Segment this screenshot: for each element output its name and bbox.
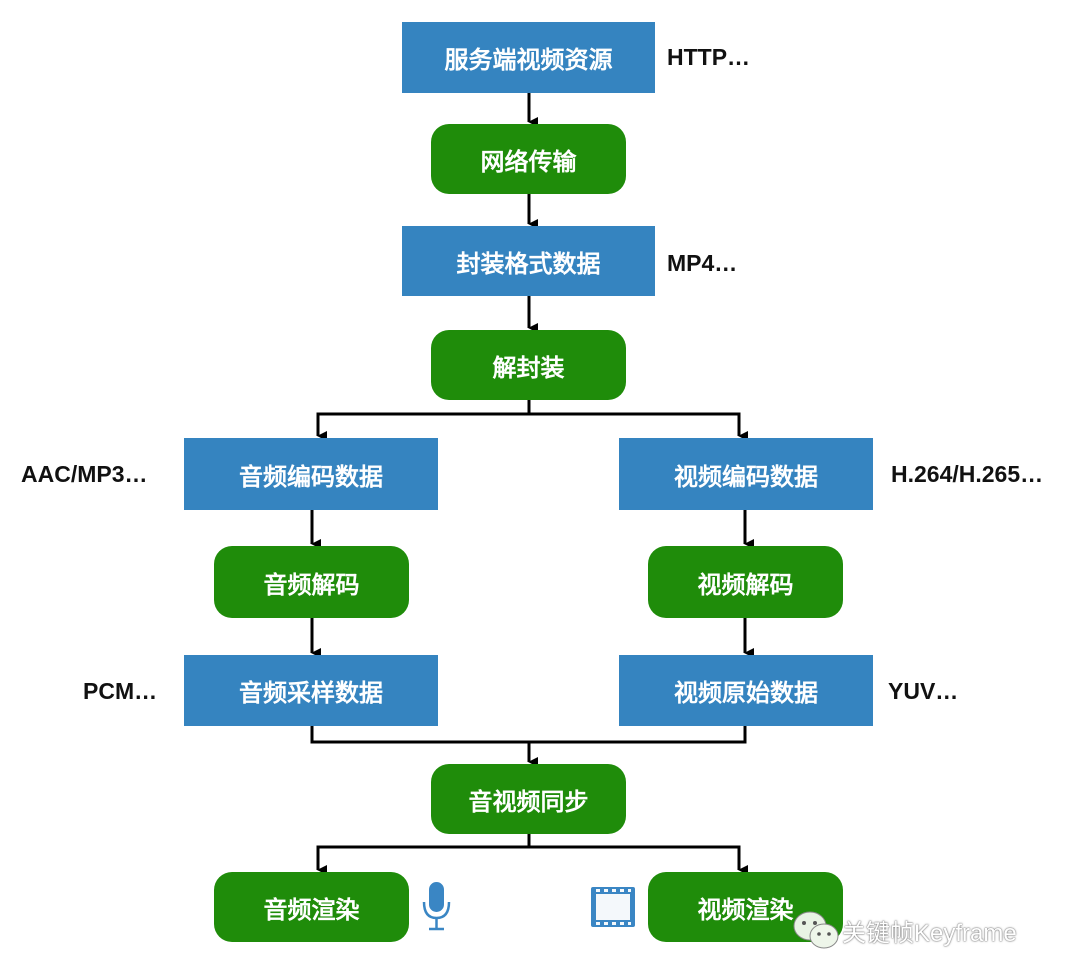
node-video-encoded: 视频编码数据 [619,438,873,510]
arrow-sync-to-video-render [529,845,748,875]
node-label: 视频编码数据 [674,462,818,491]
node-video-decode: 视频解码 [648,546,843,618]
node-label: 视频渲染 [697,895,794,924]
node-label: 视频解码 [697,570,794,599]
node-label: 封装格式数据 [456,249,601,278]
node-audio-decode: 音频解码 [214,546,409,618]
watermark: 关键帧Keyframe [790,908,1017,952]
note-video-raw: YUV… [888,678,959,704]
note-audio-sample: PCM… [83,678,158,704]
microphone-icon [422,882,451,931]
note-container-data: MP4… [667,250,738,276]
film-strip-icon [591,887,635,927]
node-label: 网络传输 [480,147,577,176]
arrow-sync-to-audio-render [316,834,531,875]
node-demux: 解封装 [431,330,626,400]
arrow-demux-to-audio-encoded [316,400,531,441]
node-audio-render: 音频渲染 [214,872,409,942]
node-label: 音频解码 [263,570,360,599]
note-server-source: HTTP… [667,44,751,70]
node-network: 网络传输 [431,124,626,194]
node-audio-encoded: 音频编码数据 [184,438,438,510]
node-audio-sample: 音频采样数据 [184,655,438,726]
node-server-source: 服务端视频资源 [402,22,655,93]
note-video-encoded: H.264/H.265… [891,461,1044,487]
arrow-audio-sample-to-sync [310,726,529,744]
wechat-icon [793,911,839,949]
node-label: 音视频同步 [468,787,589,816]
node-container-data: 封装格式数据 [402,226,655,296]
node-label: 解封装 [492,353,565,382]
node-label: 服务端视频资源 [444,46,613,74]
watermark-text: 关键帧Keyframe [842,919,1017,947]
node-av-sync: 音视频同步 [431,764,626,834]
node-label: 音频编码数据 [239,462,383,491]
node-label: 视频原始数据 [674,679,818,707]
node-label: 音频渲染 [263,895,360,924]
node-label: 音频采样数据 [239,679,383,707]
node-video-raw: 视频原始数据 [619,655,873,726]
note-audio-encoded: AAC/MP3… [21,461,148,487]
arrow-demux-to-video-encoded [529,412,748,441]
arrow-video-raw-to-sync [529,726,747,744]
